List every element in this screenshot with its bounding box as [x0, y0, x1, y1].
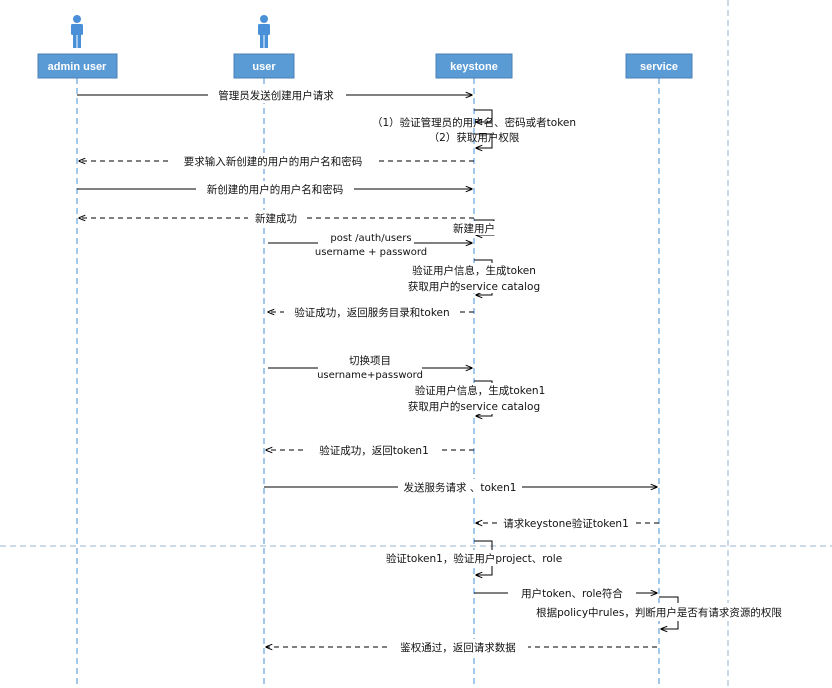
- participant-keystone: keystone: [435, 53, 513, 79]
- participant-label: user: [252, 61, 276, 73]
- message-label: 发送服务请求 、token1: [404, 481, 517, 494]
- message-label: 根据policy中rules，判断用户是否有请求资源的权限: [536, 606, 782, 619]
- message-label: 新创建的用户的用户名和密码: [207, 183, 344, 196]
- participant-service: service: [625, 53, 693, 79]
- message-label: username + password: [315, 247, 427, 258]
- message-label: （1）验证管理员的用户名、密码或者token: [372, 116, 576, 129]
- participant-label: service: [640, 61, 678, 73]
- message-label: username+password: [317, 370, 423, 381]
- message-label: 请求keystone验证token1: [503, 517, 629, 530]
- message-label: 获取用户的service catalog: [408, 280, 540, 293]
- self-message-arrow: [474, 133, 493, 148]
- message-label: 管理员发送创建用户请求: [218, 89, 334, 102]
- message-label: （2）获取用户权限: [429, 131, 520, 144]
- message-label: 鉴权通过，返回请求数据: [400, 641, 516, 654]
- message-label: 新建成功: [255, 212, 297, 225]
- message-label: 验证成功，返回服务目录和token: [294, 306, 449, 319]
- participant-label: admin user: [48, 61, 107, 73]
- participant-label: keystone: [450, 61, 498, 73]
- message-label: 验证用户信息，生成token1: [415, 384, 546, 397]
- message-label: 验证用户信息，生成token: [412, 264, 536, 277]
- user-actor-icon: [258, 15, 270, 48]
- message-label: 用户token、role符合: [521, 587, 623, 600]
- message-label: 要求输入新创建的用户的用户名和密码: [184, 155, 363, 168]
- message-label: 验证成功，返回token1: [319, 444, 429, 457]
- admin-user-actor-icon: [71, 15, 83, 48]
- message-label: 新建用户: [453, 222, 495, 235]
- message-label: 获取用户的service catalog: [408, 400, 540, 413]
- message-label: 验证token1，验证用户project、role: [386, 552, 562, 565]
- participant-admin-user: admin user: [37, 53, 118, 79]
- message-label: 切换项目: [349, 354, 391, 367]
- participant-user: user: [233, 53, 295, 79]
- message-label: post /auth/users: [330, 233, 411, 244]
- self-message-arrow: [474, 109, 493, 122]
